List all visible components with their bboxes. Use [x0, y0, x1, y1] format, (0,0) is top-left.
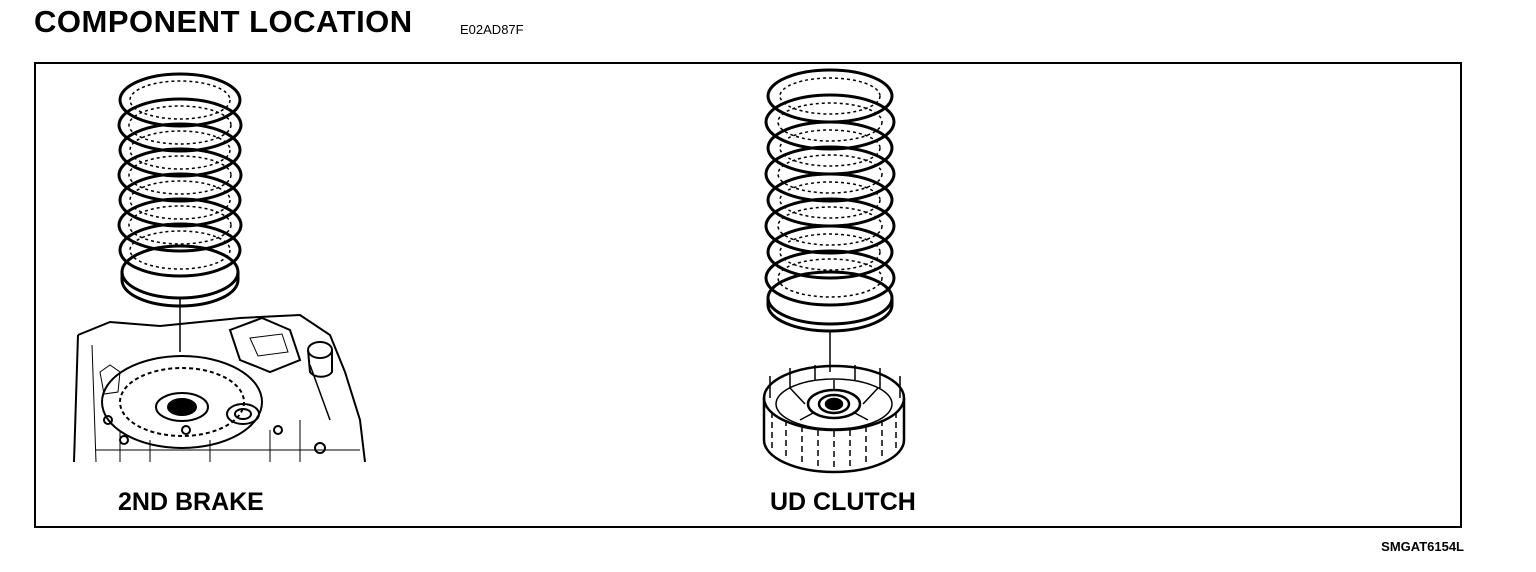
transmission-case-drawing — [73, 313, 366, 463]
figure-reference-code: SMGAT6154L — [1381, 539, 1464, 554]
label-ud-clutch: UD CLUTCH — [770, 488, 916, 516]
brake-plate-stack — [117, 72, 243, 308]
document-code: E02AD87F — [460, 22, 524, 37]
figure-frame — [34, 62, 1462, 528]
clutch-plate-stack — [764, 68, 896, 333]
page-title: COMPONENT LOCATION — [34, 4, 413, 39]
label-2nd-brake: 2ND BRAKE — [118, 488, 264, 516]
clutch-retainer-drum — [762, 364, 906, 474]
